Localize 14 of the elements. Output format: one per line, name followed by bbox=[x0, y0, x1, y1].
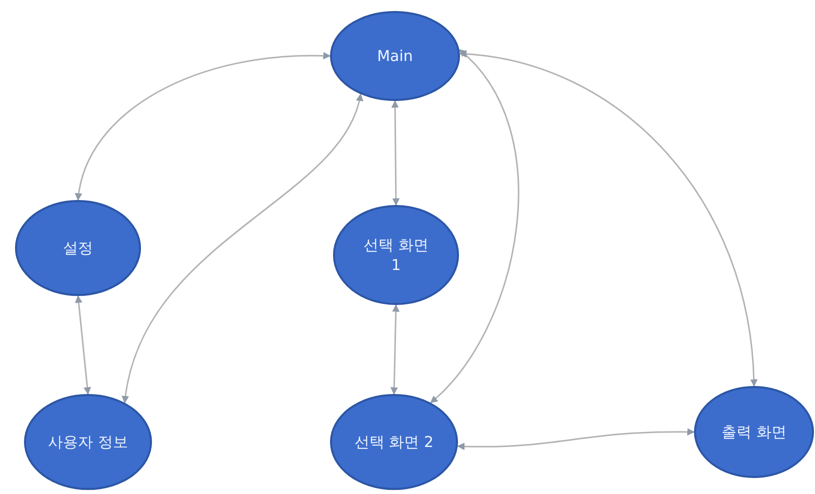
ellipse-node: 선택 화면 2 bbox=[330, 394, 458, 490]
connector-arrow bbox=[457, 428, 695, 450]
connector-arrow bbox=[391, 100, 400, 206]
connector-arrow bbox=[122, 93, 362, 404]
connector-arrow bbox=[76, 52, 331, 201]
ellipse-node: 선택 화면 1 bbox=[333, 205, 459, 305]
connector-arrow bbox=[390, 304, 400, 395]
ellipse-node: Main bbox=[330, 11, 460, 101]
connector-arrow bbox=[459, 50, 758, 387]
ellipse-node: 설정 bbox=[15, 200, 141, 296]
connector-arrow bbox=[430, 49, 520, 404]
ellipse-node: 사용자 정보 bbox=[24, 394, 152, 490]
ellipse-node: 출력 화면 bbox=[694, 386, 814, 478]
connector-arrow bbox=[74, 295, 92, 395]
